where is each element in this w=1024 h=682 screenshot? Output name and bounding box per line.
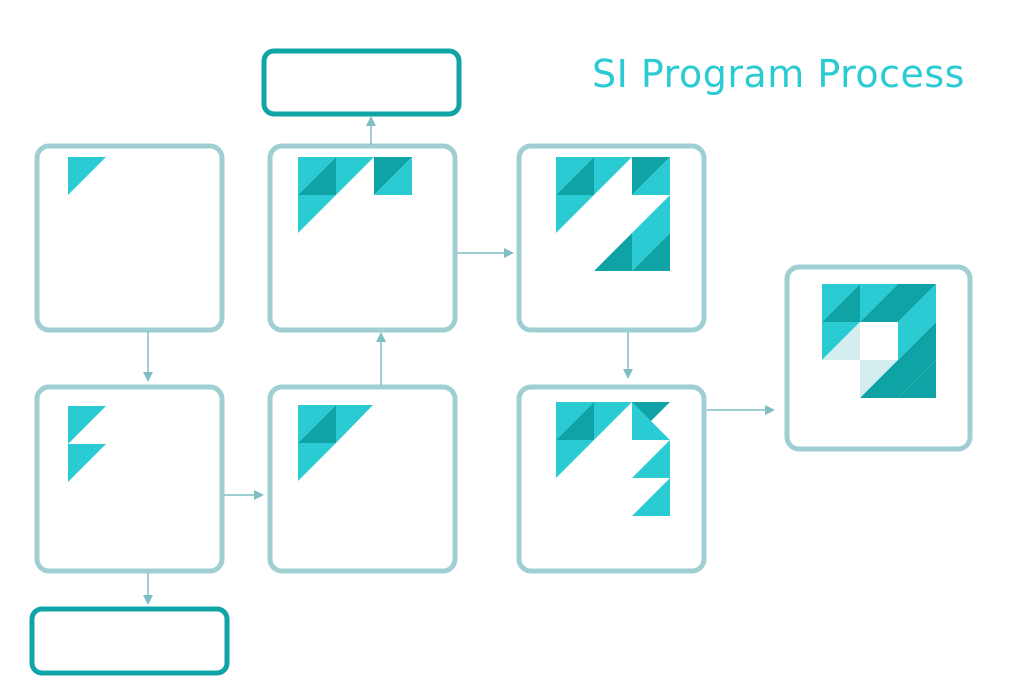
step-box-1 <box>34 143 225 333</box>
step-box-4 <box>267 143 458 333</box>
triangle-grid-icon-3 <box>298 405 373 481</box>
triangle-grid-icon-7 <box>822 284 936 398</box>
outcome-box-bottom <box>29 606 230 676</box>
connectors <box>143 116 775 605</box>
triangle-grid-icon-2 <box>68 406 106 482</box>
triangle-grid-icon-4 <box>298 157 412 233</box>
diagram-title: SI Program Process <box>592 52 965 96</box>
outcome-box-top <box>261 48 462 117</box>
triangle-grid-icon-5 <box>556 157 670 271</box>
triangle-grid-icon-6 <box>556 402 670 516</box>
triangle-grid-icon-1 <box>68 157 106 195</box>
step-box-2 <box>34 384 225 574</box>
